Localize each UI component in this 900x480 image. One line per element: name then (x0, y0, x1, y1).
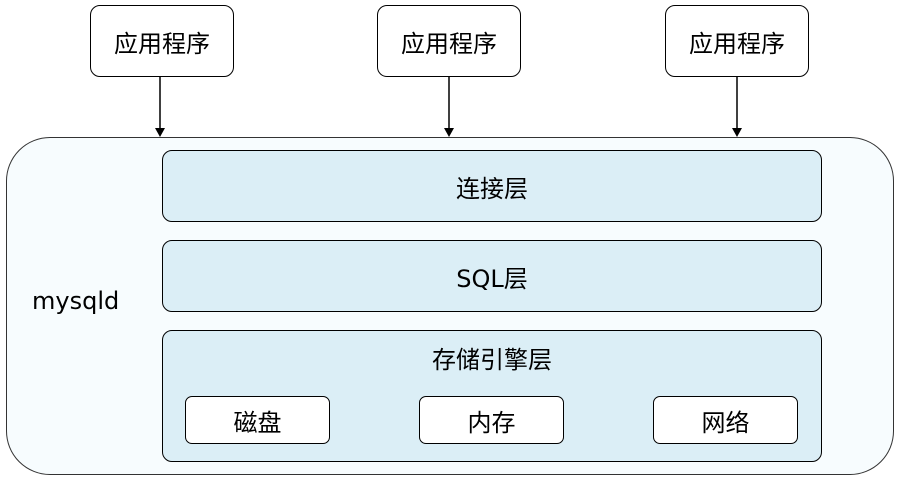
network-box: 网络 (653, 396, 798, 444)
application-label: 应用程序 (114, 29, 210, 58)
application-box-1: 应用程序 (90, 5, 234, 77)
memory-label: 内存 (467, 408, 516, 437)
network-label: 网络 (701, 408, 750, 437)
memory-box: 内存 (419, 396, 564, 444)
application-box-2: 应用程序 (377, 5, 521, 77)
application-label: 应用程序 (689, 29, 785, 58)
sql-layer-label: SQL层 (456, 264, 528, 293)
connection-layer-label: 连接层 (456, 174, 528, 203)
disk-label: 磁盘 (233, 408, 282, 437)
connection-layer: 连接层 (162, 150, 822, 222)
disk-box: 磁盘 (185, 396, 330, 444)
application-box-3: 应用程序 (665, 5, 809, 77)
mysqld-label: mysqld (32, 287, 120, 315)
arrow-head-1 (155, 128, 165, 137)
application-label: 应用程序 (401, 29, 497, 58)
sql-layer: SQL层 (162, 240, 822, 312)
storage-engine-layer-label: 存储引擎层 (432, 346, 552, 374)
arrow-head-3 (732, 128, 742, 137)
arrow-head-2 (444, 128, 454, 137)
